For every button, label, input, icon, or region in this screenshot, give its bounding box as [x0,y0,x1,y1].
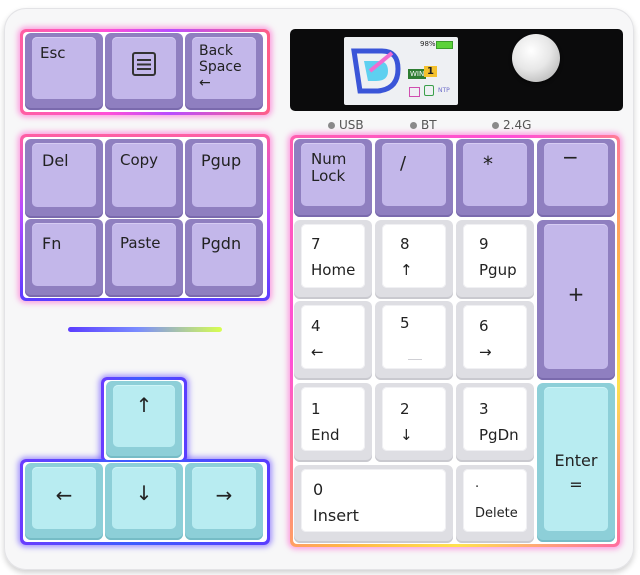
key-5[interactable]: 5 [375,301,453,380]
key-divide-label: / [400,153,407,174]
light-bar [68,327,222,332]
key-multiply-label: * [483,152,493,176]
key-esc-label: Esc [40,44,66,62]
key-pgdn[interactable]: Pgdn [185,219,263,297]
indicator-bt-label: BT [421,118,437,132]
key-5-label: 5 [400,314,410,332]
key-right[interactable]: → [185,463,263,540]
home-bump [408,359,422,360]
key-backspace-label: Back Space ← [199,43,242,91]
battery-icon [436,41,453,49]
key-pgup[interactable]: Pgup [185,139,263,218]
key-4[interactable]: 4 ← [294,301,372,380]
key-backspace[interactable]: Back Space ← [185,33,263,110]
key-numlock-label: Num Lock [311,150,347,185]
key-enter-label: Enter = [554,451,598,494]
key-9-label: 9 Pgup [479,235,517,279]
logo-icon [351,48,401,94]
indicator-usb-label: USB [339,118,364,132]
battery-level: 98% [420,40,436,48]
key-numlock[interactable]: Num Lock [294,139,372,217]
key-1-label: 1 End [311,400,340,444]
key-divide[interactable]: / [375,139,453,217]
key-copy-label: Copy [120,151,159,169]
rotary-knob[interactable] [512,34,560,82]
key-4-label: 4 ← [311,317,324,361]
mode-layer: 1 [424,66,437,77]
key-8[interactable]: 8 ↑ [375,220,453,299]
key-minus[interactable]: − [537,139,615,217]
key-decimal-label: · Delete [475,480,518,521]
key-9[interactable]: 9 Pgup [456,220,534,299]
menu-icon [132,52,156,76]
key-fn[interactable]: Fn [25,219,103,297]
key-1[interactable]: 1 End [294,383,372,462]
indicator-usb: USB [328,118,364,132]
key-left-label: ← [55,483,73,507]
key-left[interactable]: ← [25,463,103,540]
usb-dot [328,122,335,129]
key-0[interactable]: 0 Insert [294,465,453,543]
connection-icon [424,85,434,96]
key-esc[interactable]: Esc [25,33,103,110]
key-minus-label: − [562,145,579,169]
key-right-label: → [215,483,233,507]
key-3[interactable]: 3 PgDn [456,383,534,462]
key-pgdn-label: Pgdn [201,234,242,253]
key-up[interactable]: ↑ [106,381,182,458]
24g-dot [492,122,499,129]
key-enter[interactable]: Enter = [537,383,615,542]
key-6-label: 6 → [479,317,492,361]
key-up-label: ↑ [135,393,153,417]
key-plus-label: + [567,282,585,306]
key-menu[interactable] [105,33,183,110]
indicator-24g-label: 2.4G [503,118,532,132]
mode-os: WIN [408,69,427,79]
key-del-label: Del [42,151,69,170]
key-0-label: 0 Insert [313,480,359,525]
key-copy[interactable]: Copy [105,139,183,218]
key-7-label: 7 Home [311,235,356,279]
key-2[interactable]: 2 ↓ [375,383,453,462]
key-multiply[interactable]: * [456,139,534,217]
key-pgup-label: Pgup [201,151,242,170]
key-8-label: 8 ↑ [400,235,413,279]
screen: 98% WIN 1 NTP [344,37,458,105]
mode-ntp: NTP [438,87,450,94]
key-decimal[interactable]: · Delete [456,465,534,543]
key-3-label: 3 PgDn [479,400,519,444]
key-fn-label: Fn [42,234,62,253]
key-6[interactable]: 6 → [456,301,534,380]
key-paste[interactable]: Paste [105,219,183,297]
key-plus[interactable]: + [537,220,615,380]
key-del[interactable]: Del [25,139,103,218]
mode-glyph-icon [409,87,420,97]
indicator-24g: 2.4G [492,118,531,132]
bt-dot [410,122,417,129]
indicator-bt: BT [410,118,437,132]
key-paste-label: Paste [120,234,161,252]
key-2-label: 2 ↓ [400,400,413,444]
key-down-label: ↓ [135,481,153,505]
key-down[interactable]: ↓ [105,463,183,540]
key-7[interactable]: 7 Home [294,220,372,299]
